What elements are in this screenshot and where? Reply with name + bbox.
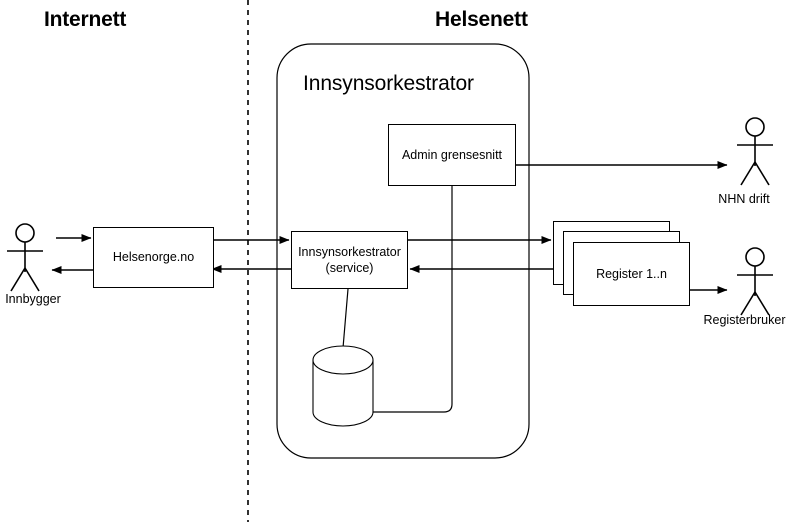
register-stack-layer-front[interactable]: Register 1..n	[573, 242, 690, 306]
connector-service-to-database	[342, 288, 349, 349]
zone-title-helsenett: Helsenett	[435, 8, 528, 31]
actor-nhn-drift-label: NHN drift	[718, 192, 770, 206]
database-cylinder	[312, 345, 374, 427]
node-admin-grensesnitt[interactable]: Admin grensesnitt	[388, 124, 516, 186]
actor-registerbruker-figure	[737, 247, 773, 316]
container-innsynsorkestrator-outline	[276, 43, 530, 459]
node-admin-grensesnitt-label: Admin grensesnitt	[401, 147, 503, 162]
node-innsynsorkestrator-service[interactable]: Innsynsorkestrator (service)	[291, 231, 408, 289]
zone-title-internett: Internett	[44, 8, 127, 31]
actor-registerbruker-label: Registerbruker	[703, 313, 786, 327]
node-register-stack[interactable]: Register 1..n	[553, 221, 690, 306]
actor-nhn-drift-figure	[737, 117, 773, 186]
actor-innbygger-label: Innbygger	[5, 292, 61, 306]
node-service-label-line1: Innsynsorkestrator	[298, 244, 401, 259]
node-helsenorge-label: Helsenorge.no	[112, 250, 195, 265]
container-title-innsynsorkestrator: Innsynsorkestrator	[303, 72, 474, 95]
node-service-label-line2: (service)	[325, 261, 374, 275]
node-helsenorge[interactable]: Helsenorge.no	[93, 227, 214, 288]
node-service-label-wrapper: Innsynsorkestrator (service)	[298, 244, 401, 277]
connector-admin-to-database	[345, 186, 453, 413]
node-register-label: Register 1..n	[596, 267, 667, 281]
actor-innbygger-figure	[7, 223, 43, 292]
